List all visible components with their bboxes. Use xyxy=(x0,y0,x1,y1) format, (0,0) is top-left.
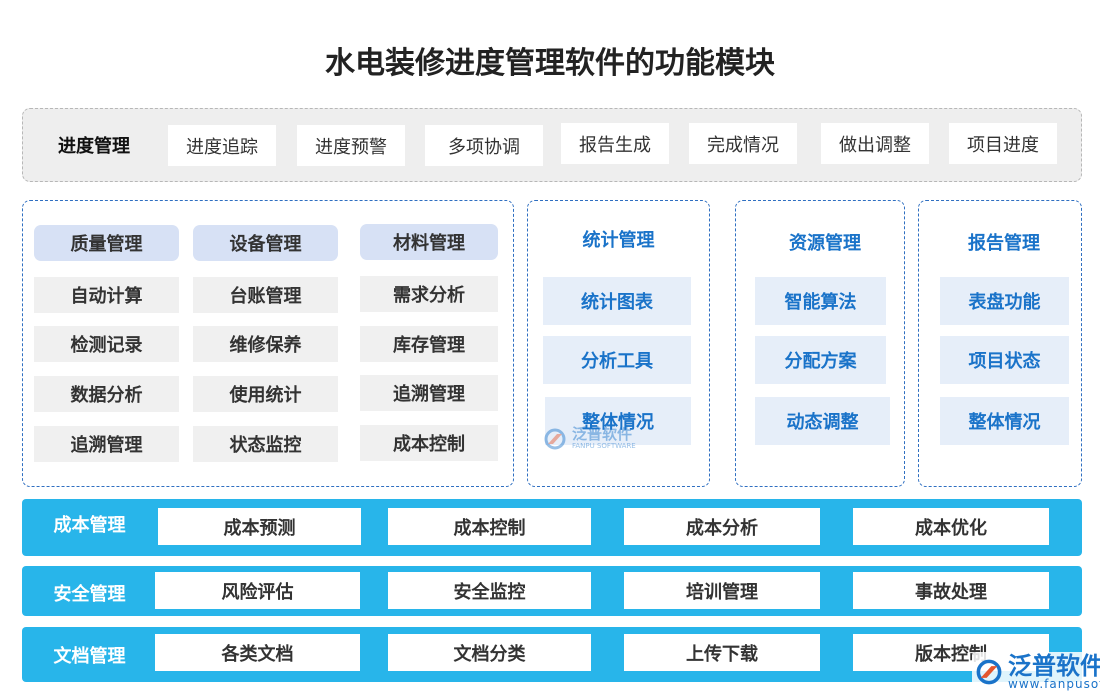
band-item: 成本控制 xyxy=(388,508,591,545)
resource-item: 智能算法 xyxy=(755,277,886,325)
grid-cell: 维修保养 xyxy=(193,326,338,362)
stats-item: 分析工具 xyxy=(543,336,691,384)
band-item: 成本优化 xyxy=(853,508,1049,545)
progress-item: 完成情况 xyxy=(689,123,797,164)
grid-cell: 检测记录 xyxy=(34,326,179,362)
resource-title: 资源管理 xyxy=(789,233,861,254)
grid-cell: 追溯管理 xyxy=(34,426,179,462)
resource-item: 动态调整 xyxy=(755,397,890,445)
progress-item: 项目进度 xyxy=(949,123,1057,164)
stats-item: 统计图表 xyxy=(543,277,691,325)
header-material: 材料管理 xyxy=(360,224,498,260)
grid-cell: 需求分析 xyxy=(360,276,498,312)
document-band-label: 文档管理 xyxy=(53,646,126,667)
header-quality: 质量管理 xyxy=(34,225,179,261)
grid-cell: 台账管理 xyxy=(193,277,338,313)
watermark-corner: 泛普软件 www.fanpusoft.com xyxy=(972,652,1100,692)
band-item: 培训管理 xyxy=(624,572,820,609)
band-item: 事故处理 xyxy=(853,572,1049,609)
grid-cell: 状态监控 xyxy=(193,426,338,462)
band-item: 上传下载 xyxy=(624,634,820,671)
stats-title: 统计管理 xyxy=(582,230,655,251)
watermark-corner-url: www.fanpusoft.com xyxy=(1008,677,1100,691)
grid-cell: 数据分析 xyxy=(34,376,179,412)
watermark-center-sub: FANPU SOFTWARE xyxy=(572,442,636,450)
band-item: 成本预测 xyxy=(158,508,361,545)
report-item: 整体情况 xyxy=(940,397,1069,445)
stats-item: 整体情况 xyxy=(545,397,691,445)
safety-band-label: 安全管理 xyxy=(53,584,126,605)
report-item: 表盘功能 xyxy=(940,277,1069,325)
cost-band-label: 成本管理 xyxy=(53,515,126,536)
watermark-center: 泛普软件 FANPU SOFTWARE xyxy=(544,426,636,451)
header-equipment: 设备管理 xyxy=(193,225,338,261)
grid-cell: 库存管理 xyxy=(360,326,498,362)
fanpu-logo-icon xyxy=(544,428,566,449)
progress-item: 多项协调 xyxy=(425,125,543,166)
progress-item: 做出调整 xyxy=(821,123,929,164)
progress-label: 进度管理 xyxy=(58,136,130,157)
grid-cell: 使用统计 xyxy=(193,376,338,412)
watermark-center-text: 泛普软件 xyxy=(572,425,633,443)
progress-item: 报告生成 xyxy=(561,123,669,164)
progress-item: 进度预警 xyxy=(297,125,405,166)
grid-cell: 成本控制 xyxy=(360,425,498,461)
resource-item: 分配方案 xyxy=(755,336,886,384)
band-item: 文档分类 xyxy=(388,634,591,671)
watermark-corner-text: 泛普软件 xyxy=(1008,652,1100,680)
grid-cell: 追溯管理 xyxy=(360,375,498,411)
band-item: 各类文档 xyxy=(155,634,360,671)
report-title: 报告管理 xyxy=(968,233,1040,254)
band-item: 安全监控 xyxy=(388,572,591,609)
band-item: 风险评估 xyxy=(155,572,360,609)
report-item: 项目状态 xyxy=(940,336,1069,384)
band-item: 成本分析 xyxy=(624,508,820,545)
grid-cell: 自动计算 xyxy=(34,277,179,313)
progress-item: 进度追踪 xyxy=(168,125,276,166)
page-title: 水电装修进度管理软件的功能模块 xyxy=(325,46,775,81)
fanpu-logo-icon xyxy=(976,659,1002,685)
